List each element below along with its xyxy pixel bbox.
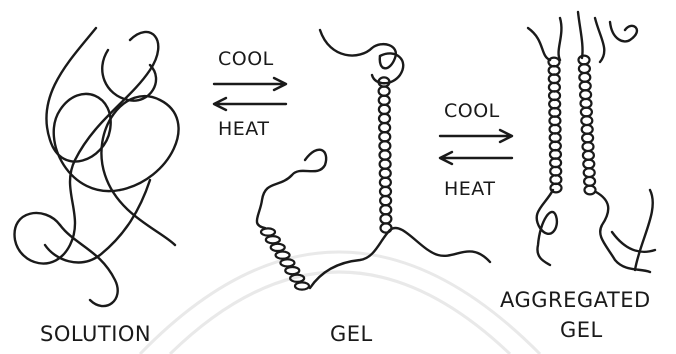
gel-helix-turn (379, 132, 390, 141)
gel-helix-turn (380, 150, 391, 159)
gel-helix-turn (266, 236, 280, 243)
aggregated-helix-turn (579, 64, 590, 73)
aggregated-helix-turn (584, 177, 595, 186)
solution-label: SOLUTION (40, 322, 151, 346)
gel-helix-turn (295, 282, 309, 289)
gel-helix-turn (379, 96, 390, 105)
gel-helix-turn (379, 87, 390, 96)
gel-helix-turn (380, 214, 391, 223)
gel-helix-turn (379, 105, 390, 114)
aggregated-helix-turn (583, 151, 594, 160)
gel-helix-turn (285, 267, 299, 274)
aggregated-helix-turn (584, 168, 595, 177)
gel-helix-turn (261, 228, 275, 235)
arrow1-cool-label: COOL (218, 48, 274, 70)
solution-random-coils (15, 28, 179, 306)
gel-helix-turn (276, 252, 290, 259)
arrow2-heat-label: HEAT (444, 178, 495, 200)
aggregated-helix-turn (585, 186, 596, 195)
aggregated-helix-turn (582, 125, 593, 134)
gel-label: GEL (330, 322, 373, 346)
aggregated-helix-turn (581, 99, 592, 108)
aggregated-helix-turn (579, 56, 590, 65)
gel-helix-turn (379, 141, 390, 150)
gel-helix-turn (380, 178, 391, 187)
equilibrium-arrows-2 (440, 130, 512, 164)
gel-helix-turn (380, 169, 391, 178)
aggregated-gel-label-line1: AGGREGATED (500, 288, 651, 312)
gel-helix-turn (381, 223, 392, 232)
aggregated-gel-label-line2: GEL (560, 318, 603, 342)
gel-helix-turn (271, 244, 285, 251)
aggregated-helix-turn (581, 116, 592, 125)
aggregated-helix-turn (583, 142, 594, 151)
aggregated-helix-turn (582, 134, 593, 143)
gel-helix-turn (380, 196, 391, 205)
arrow1-heat-label: HEAT (218, 118, 269, 140)
aggregated-helix-turn (580, 90, 591, 99)
aggregated-helix-turn (583, 160, 594, 169)
equilibrium-arrows-1 (214, 78, 286, 110)
aggregated-helix-turn (579, 73, 590, 82)
aggregated-helix-turn (580, 82, 591, 91)
aggregated-helix-turn (581, 108, 592, 117)
gel-helix-turn (380, 205, 391, 214)
gel-helix-turn (380, 187, 391, 196)
arrow2-cool-label: COOL (444, 100, 500, 122)
gel-helix-network (257, 30, 490, 290)
aggregated-gel-bundle (528, 12, 655, 272)
gel-helix-turn (280, 259, 294, 266)
gel-helix-turn (379, 114, 390, 123)
gel-helix-turn (380, 160, 391, 169)
gel-helix-turn (379, 123, 390, 132)
